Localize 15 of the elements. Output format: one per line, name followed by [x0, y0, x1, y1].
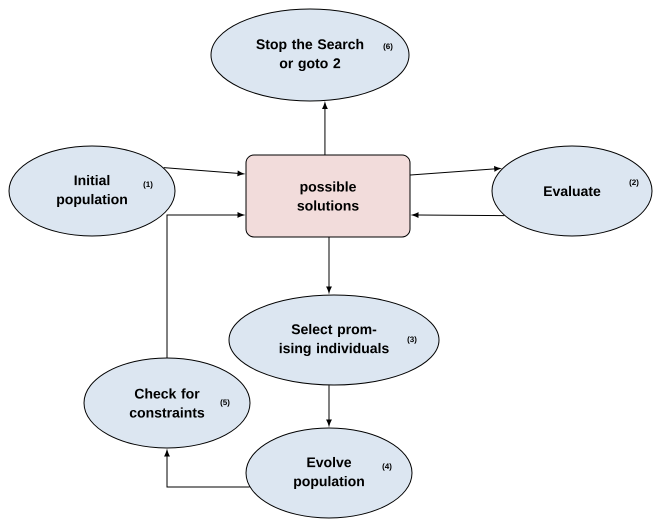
- process-box: possible solutions: [246, 154, 410, 238]
- arrow: [166, 212, 244, 358]
- step-number: (3): [408, 336, 416, 344]
- step-number: (6): [384, 43, 392, 51]
- arrow: [412, 212, 505, 218]
- step-number: (1): [144, 181, 152, 189]
- arrow: [326, 384, 332, 426]
- step-number: (2): [630, 179, 638, 187]
- arrow: [163, 167, 244, 176]
- arrow: [164, 450, 250, 488]
- step-number: (5): [220, 399, 230, 407]
- step-number: (4): [382, 463, 392, 471]
- arrow: [322, 102, 328, 155]
- arrow: [326, 236, 332, 293]
- arrow: [410, 166, 501, 176]
